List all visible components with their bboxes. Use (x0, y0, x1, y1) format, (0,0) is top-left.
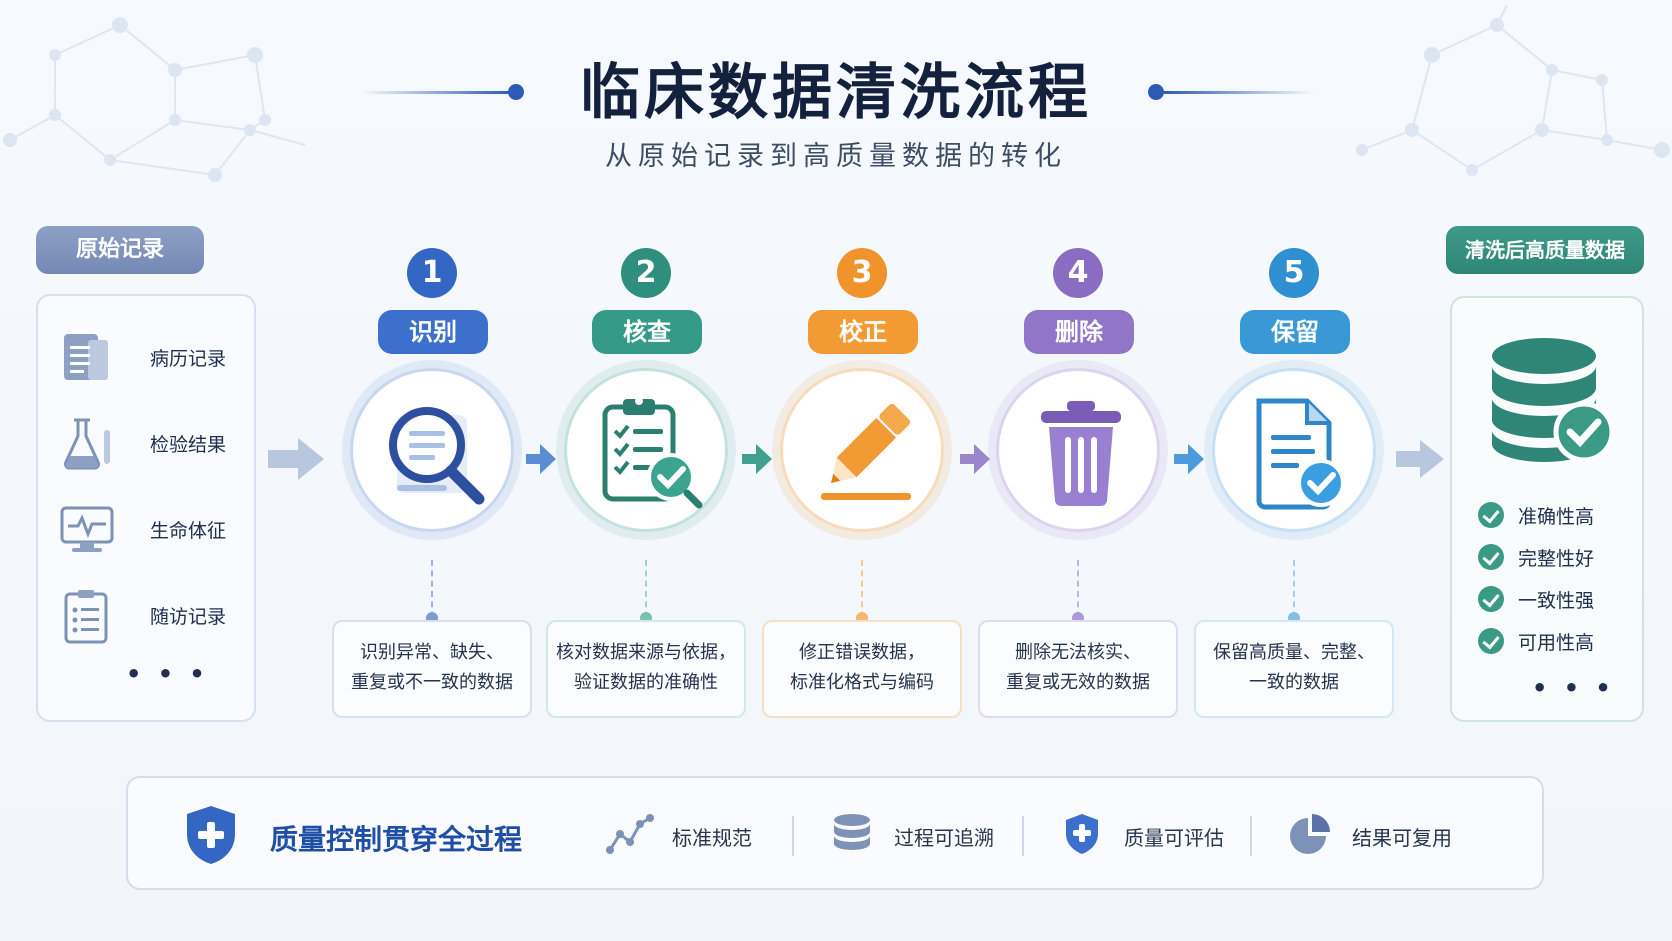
step-number: 5 (1269, 248, 1319, 298)
step-retain: 5 保留 保留高质量、完整、 一致的数据 (1194, 248, 1394, 728)
document-icon (64, 334, 108, 380)
source-item-medical-record: 病历记录 (58, 326, 248, 386)
step-connector (431, 560, 433, 628)
database-check-icon (1492, 338, 1615, 463)
arrow-step4-to-step5-icon (1174, 444, 1204, 474)
qc-divider (1022, 816, 1024, 856)
step-ring (342, 360, 522, 540)
pencil-icon (821, 403, 911, 500)
quality-control-bar: 质量控制贯穿全过程 标准规范 过程可追溯 质量可评估 (126, 776, 1544, 890)
title-dot-left (508, 84, 524, 100)
step-connector (1293, 560, 1295, 628)
qc-item-reusable: 结果可复用 (1286, 812, 1486, 856)
step-number: 4 (1053, 248, 1103, 298)
check-icon (1478, 586, 1504, 612)
step-connector (1077, 560, 1079, 628)
molecule-decoration-left (3, 17, 306, 182)
step-ring (988, 360, 1168, 540)
qc-divider (792, 816, 794, 856)
arrow-step5-to-output-icon (1396, 440, 1444, 478)
source-item-followup: 随访记录 (58, 584, 248, 644)
magnifier-icon (389, 407, 485, 505)
output-item: 完整性好 (1478, 542, 1638, 572)
qc-item-traceable: 过程可追溯 (828, 812, 1018, 856)
step-ring (556, 360, 736, 540)
output-item: 一致性强 (1478, 584, 1638, 614)
clipboard-icon (64, 590, 108, 644)
step-description: 删除无法核实、 重复或无效的数据 (978, 620, 1178, 718)
chart-line-icon (606, 814, 654, 854)
flask-icon (63, 418, 110, 470)
monitor-icon (60, 506, 114, 552)
title-dot-right (1148, 84, 1164, 100)
check-icon (1478, 502, 1504, 528)
page-title: 临床数据清洗流程 (580, 58, 1092, 128)
title-line-left (362, 91, 512, 94)
source-item-label: 病历记录 (150, 348, 227, 370)
step-description: 保留高质量、完整、 一致的数据 (1194, 620, 1394, 718)
step-description: 核对数据来源与依据， 验证数据的准确性 (546, 620, 746, 718)
output-panel: 准确性高 完整性好 一致性强 可用性高 • • • (1450, 296, 1644, 722)
check-icon (1478, 628, 1504, 654)
step-number: 1 (407, 248, 457, 298)
source-more: • • • (126, 660, 209, 688)
quality-control-title: 质量控制贯穿全过程 (270, 823, 523, 856)
step-ring (1204, 360, 1384, 540)
output-label: 清洗后高质量数据 (1446, 226, 1644, 274)
shield-plus-icon (187, 806, 235, 864)
qc-divider (1250, 816, 1252, 856)
step-label: 删除 (1024, 310, 1134, 354)
step-connector (861, 560, 863, 628)
step-description: 识别异常、缺失、 重复或不一致的数据 (332, 620, 532, 718)
page-subtitle: 从原始记录到高质量数据的转化 (605, 141, 1067, 172)
checklist-icon (602, 397, 703, 509)
pie-icon (1290, 814, 1330, 854)
output-item: 可用性高 (1478, 626, 1638, 656)
check-icon (1478, 544, 1504, 570)
qc-item-standard: 标准规范 (606, 812, 776, 856)
source-item-label: 生命体征 (150, 520, 227, 542)
document-check-icon (1256, 398, 1345, 510)
source-label: 原始记录 (36, 226, 204, 274)
source-item-lab-result: 检验结果 (58, 412, 248, 472)
shield-plus-icon (1066, 814, 1098, 854)
step-ring (772, 360, 952, 540)
molecule-decoration-right (1356, 4, 1670, 176)
database-icon (834, 814, 870, 850)
step-label: 识别 (378, 310, 488, 354)
arrow-step2-to-step3-icon (742, 444, 772, 474)
step-description: 修正错误数据， 标准化格式与编码 (762, 620, 962, 718)
step-identify: 1 识别 识别异常、缺失、 重复或不一致的数据 (332, 248, 532, 728)
arrow-step3-to-step4-icon (960, 444, 990, 474)
output-more: • • • (1532, 674, 1615, 702)
step-number: 2 (621, 248, 671, 298)
source-item-vital-signs: 生命体征 (58, 498, 248, 558)
arrow-step1-to-step2-icon (526, 444, 556, 474)
trash-icon (1041, 401, 1121, 507)
step-number: 3 (837, 248, 887, 298)
arrow-source-to-step1-icon (268, 438, 324, 480)
output-item: 准确性高 (1478, 500, 1638, 530)
source-panel: 病历记录 检验结果 生命体征 随访记录 • • • (36, 294, 256, 722)
step-label: 保留 (1240, 310, 1350, 354)
title-line-right (1164, 91, 1314, 94)
qc-item-assessable: 质量可评估 (1058, 812, 1248, 856)
source-item-label: 随访记录 (150, 606, 227, 628)
step-label: 校正 (808, 310, 918, 354)
step-connector (645, 560, 647, 628)
step-delete: 4 删除 删除无法核实、 重复或无效的数据 (978, 248, 1178, 728)
step-correct: 3 校正 修正错误数据， 标准化格式与编码 (762, 248, 962, 728)
step-label: 核查 (592, 310, 702, 354)
source-item-label: 检验结果 (150, 434, 227, 456)
step-verify: 2 核查 核对数据来源与依据， 验证数据的准确性 (546, 248, 746, 728)
